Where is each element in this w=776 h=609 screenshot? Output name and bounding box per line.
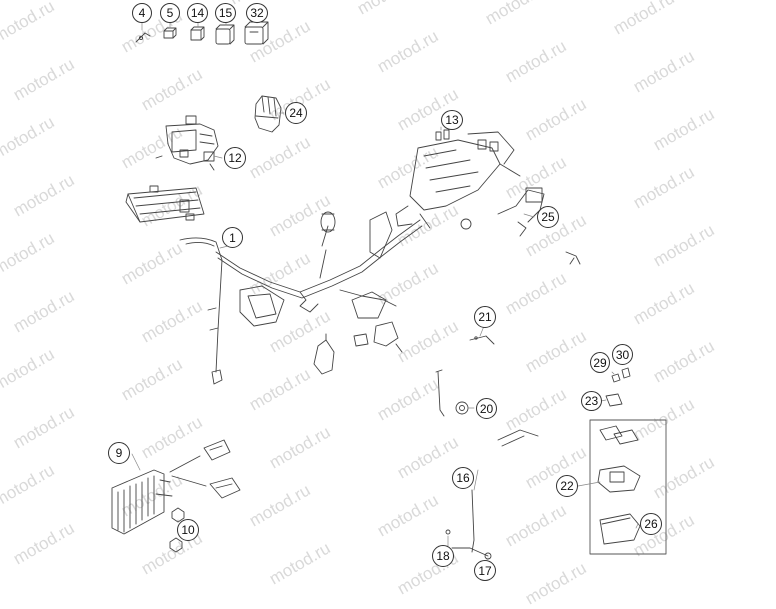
callout-29: 29 — [590, 352, 610, 373]
part-13-drawing — [395, 129, 521, 230]
main-harness-drawing — [179, 211, 423, 385]
callout-9: 9 — [108, 442, 130, 464]
callout-22: 22 — [556, 475, 578, 497]
callout-25: 25 — [537, 206, 559, 228]
part-32-drawing — [244, 21, 269, 45]
part-4-drawing — [135, 32, 151, 43]
regulator-connectors-drawing — [169, 439, 241, 499]
part-25-drawing — [497, 187, 581, 265]
callout-15: 15 — [215, 3, 236, 23]
part-9-regulator-drawing — [111, 469, 173, 535]
callout-14: 14 — [187, 3, 208, 23]
harness-upper-left-drawing — [125, 185, 205, 223]
callout-32: 32 — [246, 3, 268, 23]
callout-24: 24 — [285, 102, 307, 124]
callout-12: 12 — [224, 147, 246, 169]
callout-17: 17 — [474, 560, 496, 581]
callout-4: 4 — [132, 3, 152, 23]
callout-21: 21 — [474, 306, 496, 328]
callout-13: 13 — [441, 110, 463, 130]
callout-23: 23 — [581, 391, 602, 411]
leader-lines — [131, 21, 639, 563]
part-5-drawing — [163, 27, 177, 39]
callout-1: 1 — [222, 227, 243, 248]
wiring-harness-drawing — [111, 21, 667, 563]
part-14-drawing — [190, 26, 205, 41]
part-10-drawing — [169, 507, 185, 553]
lower-harness-drawing — [445, 429, 539, 560]
part-15-drawing — [215, 24, 235, 45]
callout-16: 16 — [452, 467, 474, 489]
callout-18: 18 — [432, 545, 454, 567]
callout-30: 30 — [612, 344, 633, 365]
part-12-drawing — [155, 115, 219, 171]
callout-10: 10 — [177, 519, 199, 541]
part-24-drawing — [254, 95, 282, 133]
callout-20: 20 — [476, 398, 497, 419]
callout-26: 26 — [640, 513, 662, 535]
callout-5: 5 — [160, 3, 180, 23]
part-20-drawing — [435, 369, 469, 417]
part-21-drawing — [469, 335, 495, 345]
part-29-30-23-drawing — [605, 367, 631, 407]
part-22-box-drawing — [589, 419, 667, 555]
